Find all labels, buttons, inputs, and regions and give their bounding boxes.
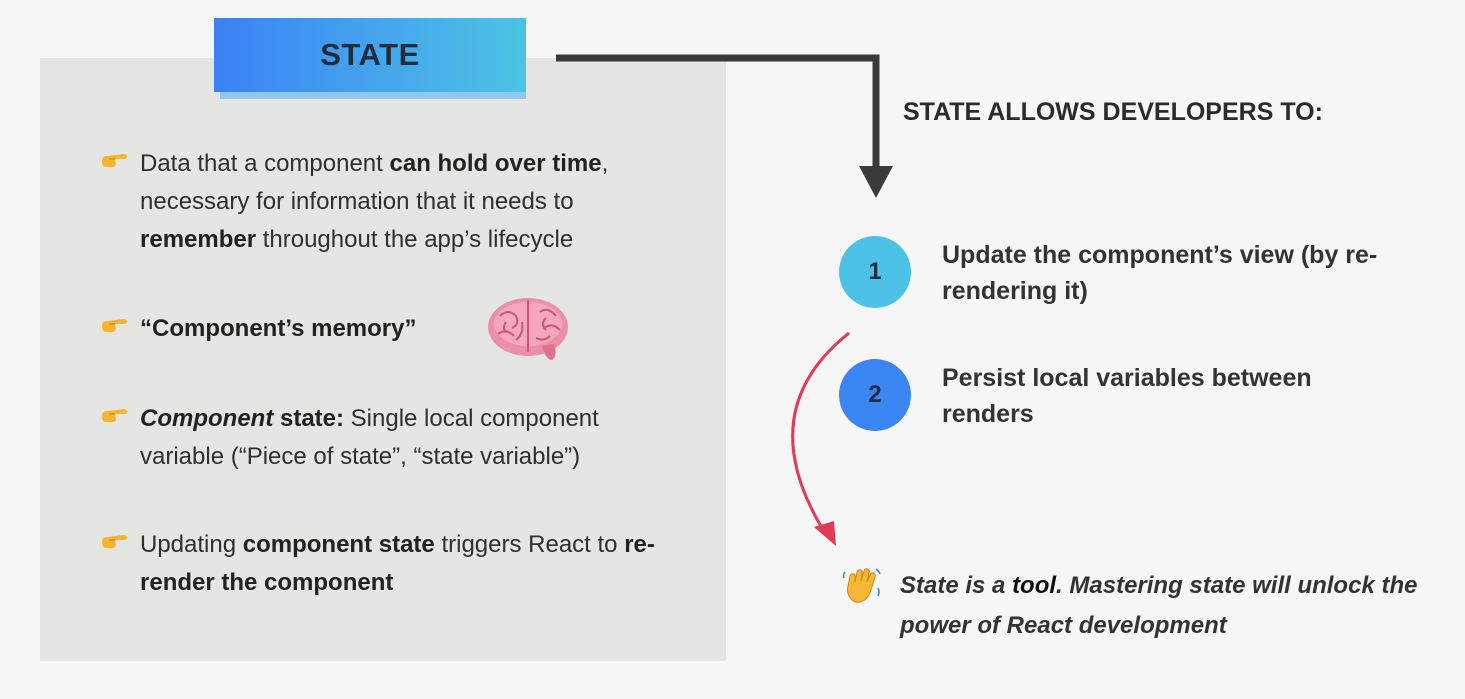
text-run: . Mastering state will unlock the power …	[900, 572, 1418, 639]
step-1-number: 1	[868, 258, 882, 285]
note-text: State is a tool. Mastering state will un…	[900, 566, 1420, 646]
pointing-hand-icon	[102, 535, 127, 549]
title-box: STATE	[214, 18, 526, 92]
text-run: State is a	[900, 572, 1013, 599]
brain-icon	[488, 298, 568, 360]
bullet-text: Component state: Single local component …	[140, 400, 680, 476]
pointing-hand-icon	[102, 154, 127, 168]
bullet-item: Updating component state triggers React …	[100, 526, 660, 602]
bullet-item: Component state: Single local component …	[100, 400, 680, 476]
red-curved-arrow	[791, 331, 850, 529]
text-run: re-render the component	[140, 531, 655, 596]
pointing-hand-icon	[102, 319, 127, 333]
bullet-item: Data that a component can hold over time…	[100, 145, 680, 259]
bullet-text: Updating component state triggers React …	[140, 526, 660, 602]
step-2-text: Persist local variables between renders	[942, 364, 1312, 428]
text-run: throughout the app’s lifecycle	[256, 226, 574, 253]
right-heading: STATE ALLOWS DEVELOPERS TO:	[903, 98, 1323, 126]
text-run: triggers React to	[434, 531, 625, 558]
step-2-circle: 2	[839, 359, 911, 431]
step-1-circle: 1	[839, 236, 911, 308]
text-run: Data that a component	[140, 150, 390, 177]
text-run: can hold over time	[389, 150, 602, 177]
text-run: component state	[242, 531, 435, 558]
step-2-number: 2	[868, 381, 882, 408]
text-run: Single local component variable (“Piece …	[140, 405, 599, 470]
text-run: “Component’s memory”	[140, 315, 417, 342]
state-panel	[40, 58, 726, 661]
text-run: state:	[273, 405, 344, 432]
text-run: Component	[140, 405, 274, 432]
waving-hand-icon	[842, 568, 881, 603]
bullet-text: Data that a component can hold over time…	[140, 145, 680, 259]
bullet-text: “Component’s memory”	[140, 310, 416, 348]
title-connector-line	[556, 54, 880, 168]
text-run: tool	[1012, 572, 1057, 599]
connector-arrowhead	[859, 166, 893, 198]
pointing-hand-icon	[102, 409, 127, 423]
text-run: , necessary for information that it need…	[140, 150, 609, 215]
red-arrowhead	[814, 521, 836, 546]
bullet-item: “Component’s memory”	[100, 310, 416, 348]
text-run: remember	[140, 226, 257, 253]
step-1-text: Update the component’s view (by re-rende…	[942, 241, 1378, 305]
text-run: Updating	[140, 531, 243, 558]
page-title: STATE	[320, 37, 420, 72]
